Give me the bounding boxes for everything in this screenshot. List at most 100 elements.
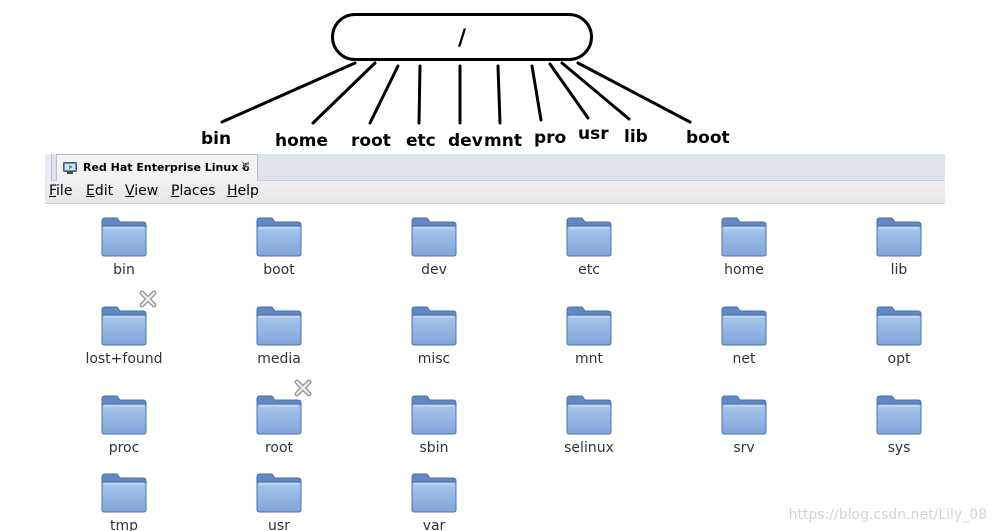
folder-label: etc: [578, 262, 600, 278]
menu-help[interactable]: Help: [227, 183, 259, 199]
folder-icon: [411, 306, 457, 346]
folder-label: selinux: [564, 440, 614, 456]
root-directory-node: /: [331, 13, 593, 61]
folder-item-opt[interactable]: opt: [839, 306, 959, 386]
folder-label: lib: [890, 262, 908, 278]
tree-label-etc: etc: [406, 131, 436, 151]
line-to-usr: [548, 62, 590, 120]
folder-label: mnt: [575, 351, 603, 367]
tree-label-root: root: [351, 131, 391, 151]
file-icon-view: bin boot dev etc home lib lost+found media misc m…: [45, 204, 945, 531]
close-icon[interactable]: ✕: [240, 159, 251, 174]
watermark: https://blog.csdn.net/Lily_08: [788, 507, 987, 523]
tree-label-dev: dev: [448, 131, 483, 151]
folder-item-dev[interactable]: dev: [374, 217, 494, 297]
folder-item-root[interactable]: root: [219, 379, 339, 475]
folder-label: sys: [887, 440, 911, 456]
folder-item-net[interactable]: net: [684, 306, 804, 386]
folder-item-proc[interactable]: proc: [64, 395, 184, 475]
folder-item-bin[interactable]: bin: [64, 217, 184, 297]
folder-item-boot[interactable]: boot: [219, 217, 339, 297]
folder-item-mnt[interactable]: mnt: [529, 306, 649, 386]
tree-label-boot: boot: [686, 128, 730, 148]
folder-icon: [411, 217, 457, 257]
folder-icon: [876, 306, 922, 346]
folder-label: home: [724, 262, 764, 278]
folder-label: proc: [108, 440, 140, 456]
file-manager-window: Red Hat Enterprise Linux 6 ✕ File Edit V…: [45, 154, 945, 531]
line-to-etc: [417, 64, 422, 125]
folder-label: dev: [421, 262, 447, 278]
folder-label: root: [264, 440, 294, 456]
folder-item-etc[interactable]: etc: [529, 217, 649, 297]
folder-label: lost+found: [85, 351, 163, 367]
folder-icon: [721, 217, 767, 257]
folder-icon: [876, 217, 922, 257]
tree-label-home: home: [275, 131, 329, 151]
line-to-mnt: [496, 64, 502, 125]
no-access-emblem-icon: [139, 290, 157, 308]
folder-icon: [256, 395, 302, 435]
tree-label-pro: pro: [534, 128, 567, 148]
folder-icon: [411, 473, 457, 513]
folder-label: opt: [887, 351, 911, 367]
folder-label: sbin: [419, 440, 449, 456]
folder-item-media[interactable]: media: [219, 306, 339, 386]
folder-item-misc[interactable]: misc: [374, 306, 494, 386]
folder-icon: [256, 473, 302, 513]
root-directory-label: /: [457, 26, 467, 51]
line-to-root: [368, 64, 400, 125]
folder-label: misc: [417, 351, 451, 367]
tree-label-usr: usr: [578, 124, 609, 144]
menu-bar: File Edit View Places Help: [45, 181, 945, 204]
folder-icon: [101, 306, 147, 346]
menu-view[interactable]: View: [125, 183, 159, 199]
folder-icon: [721, 306, 767, 346]
folder-icon: [566, 306, 612, 346]
folder-icon: [411, 395, 457, 435]
folder-icon: [876, 395, 922, 435]
folder-label: boot: [263, 262, 295, 278]
folder-label: net: [732, 351, 756, 367]
computer-icon: [63, 162, 77, 174]
tree-label-mnt: mnt: [484, 131, 522, 151]
folder-item-selinux[interactable]: selinux: [529, 395, 649, 475]
tree-connector-lines: [220, 61, 692, 125]
menu-file[interactable]: File: [49, 183, 73, 199]
menu-edit[interactable]: Edit: [86, 183, 114, 199]
folder-label: media: [257, 351, 301, 367]
folder-item-sbin[interactable]: sbin: [374, 395, 494, 475]
folder-icon: [566, 217, 612, 257]
menu-places[interactable]: Places: [171, 183, 216, 199]
folder-icon: [721, 395, 767, 435]
folder-icon: [101, 395, 147, 435]
folder-item-lost-found[interactable]: lost+found: [64, 290, 184, 386]
tab-filesystem[interactable]: Red Hat Enterprise Linux 6 ✕: [56, 154, 258, 181]
folder-label: srv: [733, 440, 755, 456]
folder-icon: [566, 395, 612, 435]
tab-title: Red Hat Enterprise Linux 6: [83, 161, 250, 174]
folder-item-srv[interactable]: srv: [684, 395, 804, 475]
tree-label-bin: bin: [201, 129, 232, 149]
folder-item-usr[interactable]: usr: [219, 473, 339, 531]
folder-icon: [101, 217, 147, 257]
line-to-bin: [220, 61, 357, 124]
tab-bar-grip[interactable]: [45, 154, 52, 181]
line-to-boot: [576, 61, 692, 124]
folder-label: usr: [268, 518, 290, 531]
folder-item-var[interactable]: var: [374, 473, 494, 531]
no-access-emblem-icon: [294, 379, 312, 397]
line-to-lib: [560, 61, 631, 121]
folder-item-tmp[interactable]: tmp: [64, 473, 184, 531]
line-to-pro: [530, 64, 543, 122]
folder-item-home[interactable]: home: [684, 217, 804, 297]
folder-icon: [256, 306, 302, 346]
folder-icon: [101, 473, 147, 513]
folder-label: bin: [113, 262, 135, 278]
folder-label: var: [422, 518, 446, 531]
folder-item-sys[interactable]: sys: [839, 395, 959, 475]
folder-icon: [256, 217, 302, 257]
folder-item-lib[interactable]: lib: [839, 217, 959, 297]
tree-label-lib: lib: [624, 127, 648, 147]
